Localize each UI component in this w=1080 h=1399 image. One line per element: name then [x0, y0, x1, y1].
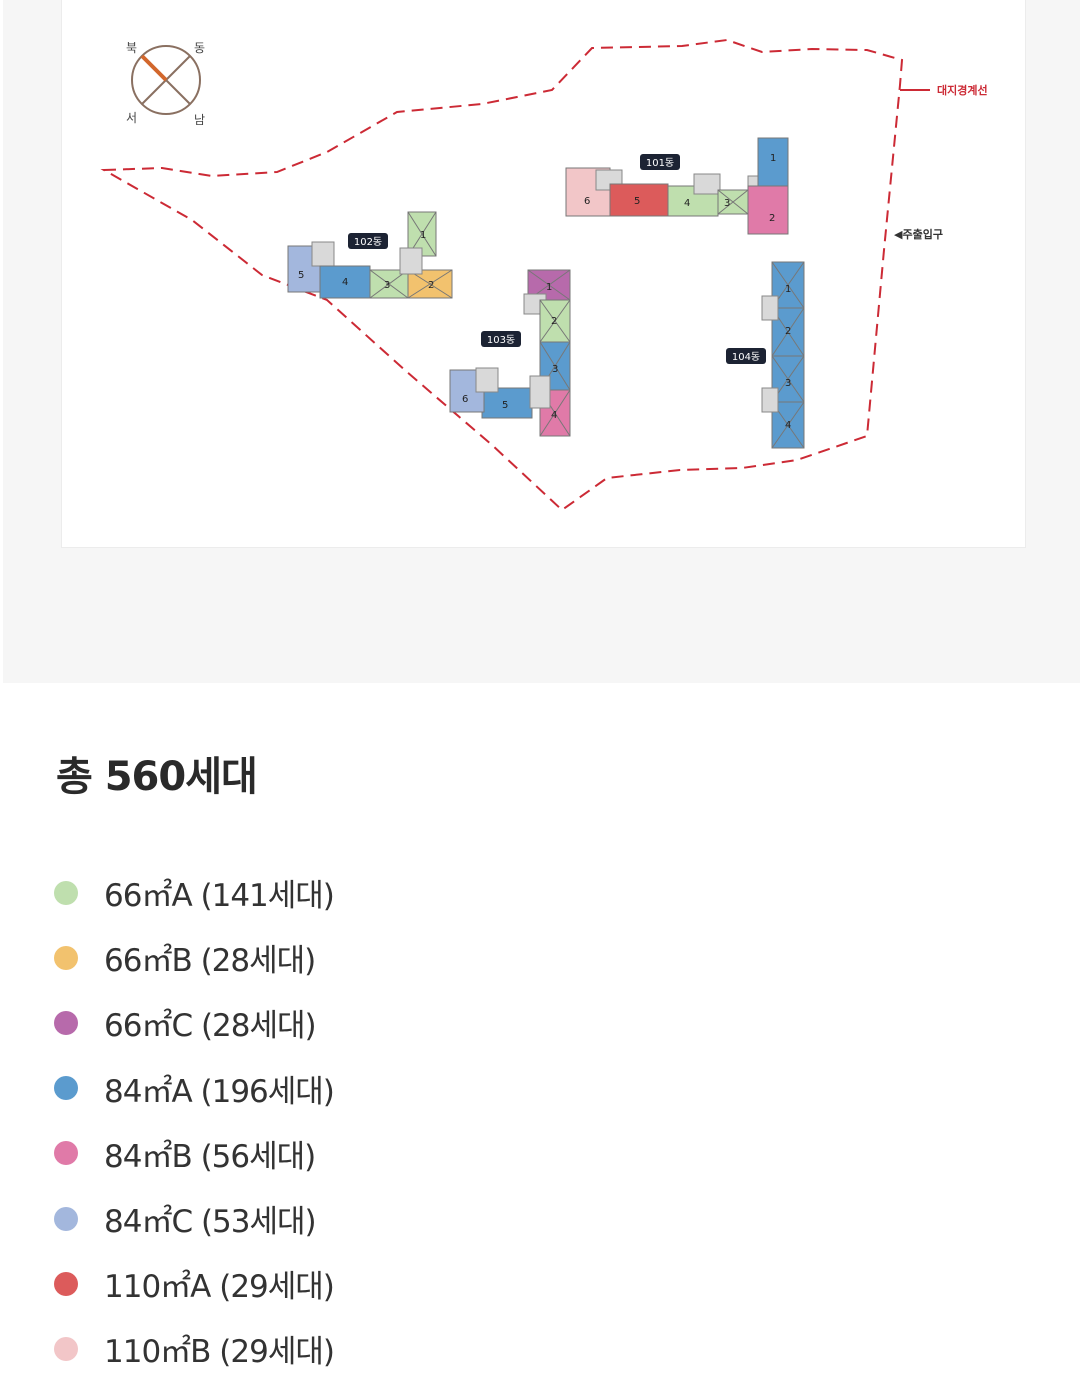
unit-cross — [369, 269, 409, 299]
compass-west-label: 서 — [126, 111, 137, 125]
unit-number: 5 — [298, 270, 304, 281]
total-households-title: 총 560세대 — [56, 754, 258, 800]
legend-item: 66㎡B (28세대) — [54, 925, 334, 990]
legend-item: 66㎡C (28세대) — [54, 990, 334, 1055]
unit-number: 3 — [384, 280, 390, 291]
unit-number: 2 — [769, 213, 775, 224]
legend-item: 84㎡B (56세대) — [54, 1121, 334, 1186]
building-101: 6 5 4 3 1 2 101동 — [565, 137, 789, 235]
building-badge — [726, 348, 766, 364]
annex-block — [399, 247, 423, 275]
legend-color-dot — [54, 945, 78, 970]
annex-block — [311, 241, 335, 267]
unit-number: 2 — [551, 316, 557, 327]
unit-block — [319, 265, 371, 299]
annex-block — [529, 375, 551, 409]
unit-number: 4 — [551, 410, 557, 421]
unit-number: 1 — [420, 230, 426, 241]
unit-block — [757, 137, 789, 187]
building-name: 102동 — [354, 236, 382, 248]
legend-item: 84㎡A (196세대) — [54, 1056, 335, 1121]
unit-number: 2 — [428, 280, 434, 291]
legend-color-dot — [54, 1336, 78, 1361]
annex-block — [761, 295, 779, 321]
unit-number: 4 — [785, 420, 791, 431]
building-name: 103동 — [487, 334, 515, 346]
legend-label: 66㎡C (28세대) — [104, 1008, 317, 1045]
legend-item: 110㎡A (29세대) — [54, 1251, 335, 1316]
building-104: 1 2 3 4 104동 — [726, 261, 805, 449]
legend-item: 84㎡C (53세대) — [54, 1186, 334, 1251]
unit-number: 6 — [584, 196, 590, 207]
unit-block — [481, 387, 533, 419]
unit-number: 4 — [342, 277, 348, 288]
compass-ring — [131, 45, 201, 115]
unit-number: 5 — [634, 196, 640, 207]
unit-block — [747, 185, 789, 235]
building-103: 1 2 3 4 5 6 103동 — [449, 269, 571, 437]
site-plan-section: 대지경계선 ◀주출입구 북 동 서 남 — [3, 0, 1080, 683]
legend-label: 66㎡B (28세대) — [104, 943, 316, 980]
unit-number: 3 — [785, 378, 791, 389]
legend-label: 84㎡B (56세대) — [104, 1138, 316, 1175]
legend-color-dot — [54, 1141, 78, 1166]
annex-block — [693, 173, 721, 195]
unit-cross — [407, 269, 453, 299]
legend-color-dot — [54, 1076, 78, 1101]
compass: 북 동 서 남 — [126, 41, 205, 127]
legend-color-dot — [54, 1271, 78, 1296]
building-badge — [481, 331, 521, 347]
annex-block — [475, 367, 499, 393]
unit-number: 1 — [770, 153, 776, 164]
compass-east-label: 동 — [194, 41, 205, 55]
compass-north-label: 북 — [126, 41, 137, 55]
legend-label: 66㎡A (141세대) — [104, 878, 335, 915]
building-badge — [348, 233, 388, 249]
unit-type-legend: 66㎡A (141세대) 66㎡B (28세대) 66㎡C (28세대) 84㎡… — [54, 860, 335, 1382]
annex-block — [761, 387, 779, 413]
unit-number: 3 — [724, 198, 730, 209]
compass-needle-north — [140, 54, 168, 82]
legend-color-dot — [54, 880, 78, 905]
unit-number: 4 — [684, 198, 690, 209]
unit-number: 3 — [552, 364, 558, 375]
legend-color-dot — [54, 1206, 78, 1231]
boundary-label: 대지경계선 — [937, 83, 988, 97]
site-boundary-line — [100, 38, 904, 512]
unit-number: 2 — [785, 326, 791, 337]
unit-number: 6 — [462, 394, 468, 405]
building-badge — [640, 154, 680, 170]
legend-item: 66㎡A (141세대) — [54, 860, 335, 925]
legend-label: 110㎡B (29세대) — [104, 1334, 335, 1371]
legend-label: 84㎡A (196세대) — [104, 1073, 335, 1110]
main-entrance-label: ◀주출입구 — [894, 227, 943, 241]
building-name: 101동 — [646, 157, 674, 169]
building-name: 104동 — [732, 351, 760, 363]
site-plan-map: 대지경계선 ◀주출입구 북 동 서 남 — [100, 38, 988, 512]
unit-cross — [539, 299, 571, 343]
unit-block — [609, 183, 669, 217]
unit-cross — [717, 189, 749, 215]
site-plan-card: 대지경계선 ◀주출입구 북 동 서 남 — [61, 0, 1026, 548]
legend-label: 110㎡A (29세대) — [104, 1269, 335, 1306]
unit-number: 1 — [785, 284, 791, 295]
unit-number: 1 — [546, 282, 552, 293]
building-102: 5 4 3 2 1 102동 — [287, 211, 453, 299]
legend-color-dot — [54, 1010, 78, 1035]
legend-item: 110㎡B (29세대) — [54, 1316, 335, 1381]
compass-south-label: 남 — [194, 113, 205, 127]
unit-number: 5 — [502, 400, 508, 411]
legend-label: 84㎡C (53세대) — [104, 1204, 317, 1241]
